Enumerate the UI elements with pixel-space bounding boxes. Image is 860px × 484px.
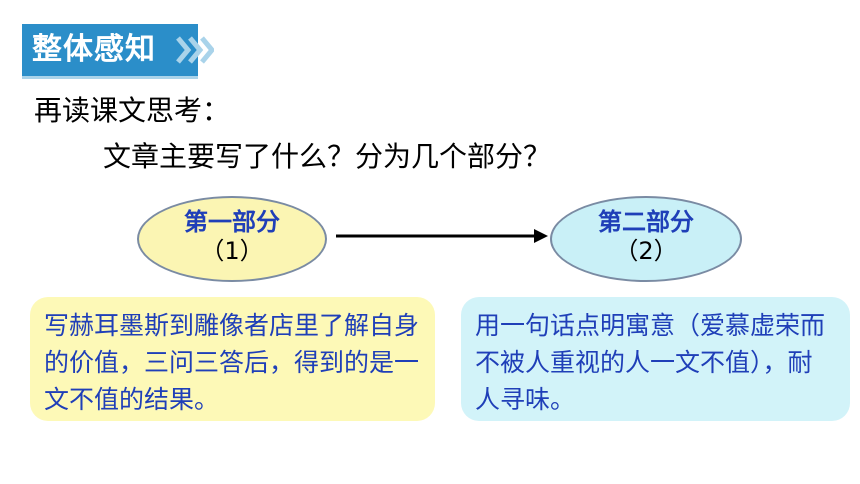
part-one-summary: 写赫耳墨斯到雕像者店里了解自身的价值，三问三答后，得到的是一文不值的结果。 bbox=[30, 297, 435, 421]
section-title: 整体感知 bbox=[32, 32, 156, 67]
part-one-ellipse: 第一部分 （1） bbox=[137, 196, 327, 282]
arrow-right-icon bbox=[336, 229, 548, 243]
double-chevron-right-icon bbox=[176, 36, 214, 64]
part-two-title: 第二部分 bbox=[598, 208, 694, 236]
part-two-ellipse: 第二部分 （2） bbox=[550, 196, 742, 282]
part-one-title: 第一部分 bbox=[184, 208, 280, 236]
part-two-number: （2） bbox=[614, 237, 678, 265]
part-two-summary: 用一句话点明寓意（爱慕虚荣而不被人重视的人一文不值），耐人寻味。 bbox=[461, 297, 850, 421]
question-text: 文章主要写了什么？分为几个部分？ bbox=[103, 140, 552, 173]
prompt-text: 再读课文思考： bbox=[34, 94, 231, 127]
section-header: 整体感知 bbox=[22, 24, 214, 79]
part-one-number: （1） bbox=[200, 237, 264, 265]
